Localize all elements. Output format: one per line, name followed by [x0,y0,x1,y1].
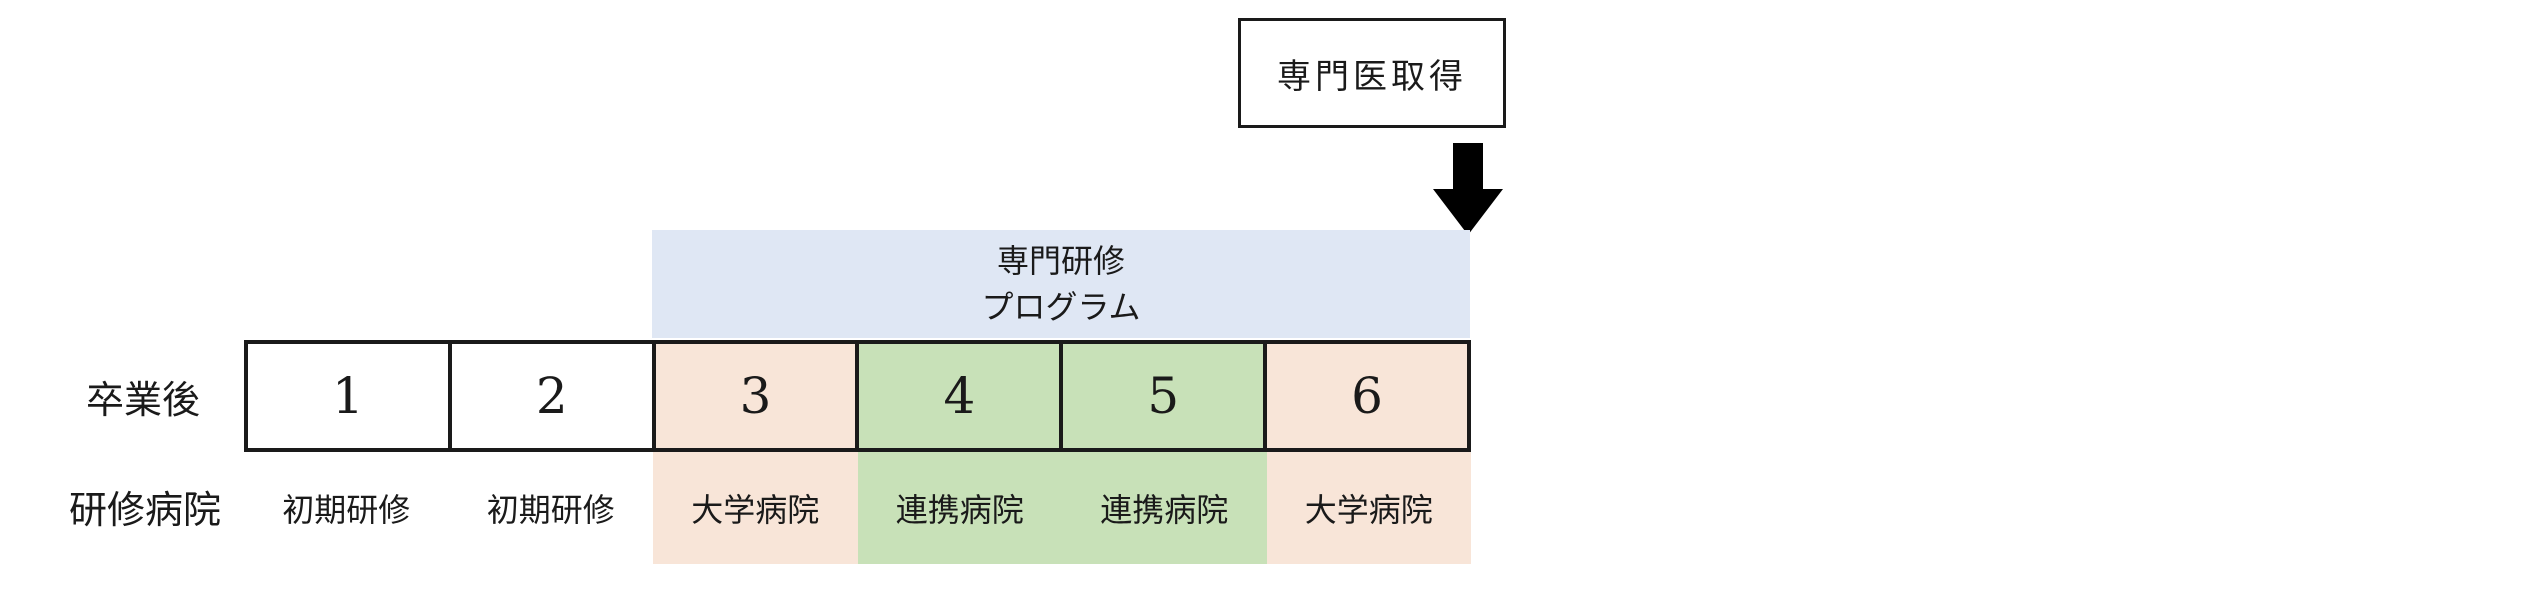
specialty-program-band: 専門研修 プログラム [652,230,1470,338]
hospital-cell-1: 初期研修 [244,452,449,564]
year-cell-4: 4 [859,344,1060,448]
hospital-cell-3: 大学病院 [653,452,858,564]
hospital-cell-5: 連携病院 [1062,452,1267,564]
hospital-row: 初期研修初期研修大学病院連携病院連携病院大学病院 [244,452,1471,564]
goal-box: 専門医取得 [1238,18,1506,128]
down-arrow-icon [1433,143,1503,235]
training-hospital-label: 研修病院 [68,487,221,532]
year-cell-2: 2 [451,344,652,448]
year-cell-1: 1 [248,344,448,448]
program-line-2: プログラム [981,288,1141,326]
hospital-cell-2: 初期研修 [448,452,653,564]
year-cell-5: 5 [1063,344,1264,448]
years-after-graduation-label: 卒業後 [85,377,200,422]
program-line-1: 専門研修 [996,242,1125,280]
hospital-cell-6: 大学病院 [1266,452,1471,564]
hospital-cell-4: 連携病院 [857,452,1062,564]
goal-label: 専門医取得 [1277,56,1467,97]
year-cell-3: 3 [655,344,856,448]
year-cell-6: 6 [1267,344,1467,448]
